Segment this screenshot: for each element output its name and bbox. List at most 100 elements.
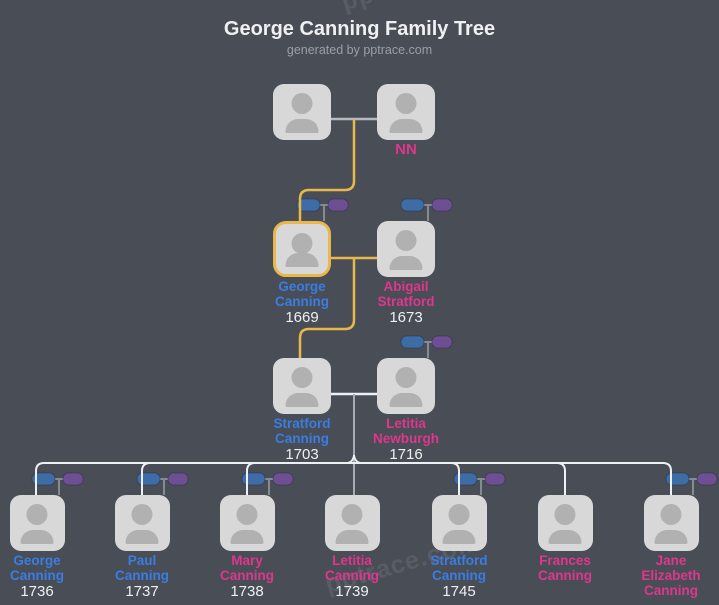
person-silhouette-icon (442, 530, 476, 544)
person-silhouette-icon (236, 504, 258, 525)
partner-toggle-pill-icon[interactable] (31, 472, 56, 486)
person-silhouette-icon (554, 504, 576, 525)
person-node-letitia-newburgh-1716: Letitia Newburgh 1716 (373, 358, 439, 463)
person-node-nn: NN (377, 84, 435, 157)
person-birth-year: 1673 (389, 309, 423, 326)
person-name: Stratford (377, 294, 435, 309)
partner-toggle-pill-icon[interactable] (400, 335, 425, 349)
person-name: Jane (655, 553, 687, 568)
partner-toggle-pill-icon[interactable] (241, 472, 266, 486)
person-birth-year: 1739 (335, 583, 369, 600)
person-card[interactable] (377, 84, 435, 140)
person-silhouette-icon (395, 367, 417, 388)
person-silhouette-icon (448, 504, 470, 525)
person-silhouette-icon (341, 504, 363, 525)
partner-toggle-pill-icon[interactable] (296, 198, 321, 212)
person-card[interactable] (273, 84, 331, 140)
person-birth-year: 1745 (442, 583, 476, 600)
person-node-jane-elizabeth-canning: Jane Elizabeth Canning (641, 495, 701, 598)
person-node-stratford-canning-1703: Stratford Canning 1703 (273, 358, 331, 463)
person-silhouette-icon (548, 530, 582, 544)
person-card[interactable] (431, 495, 487, 551)
person-silhouette-icon (131, 504, 153, 525)
person-card[interactable] (377, 358, 435, 414)
person-silhouette-icon (230, 530, 264, 544)
person-name: Canning (10, 568, 64, 583)
person-silhouette-icon (389, 256, 423, 270)
page-subtitle: generated by pptrace.com (286, 43, 433, 57)
person-node-abigail-stratford-1673: Abigail Stratford 1673 (377, 221, 435, 326)
person-node-grandfather (273, 84, 331, 140)
person-card[interactable] (537, 495, 593, 551)
header: George Canning Family Tree generated by … (0, 17, 719, 57)
person-name: Frances (539, 553, 591, 568)
partner-toggle-pill-icon[interactable] (453, 472, 478, 486)
descendants-toggle-pill-icon[interactable] (484, 472, 506, 486)
person-node-mary-canning-1738: Mary Canning 1738 (219, 495, 275, 600)
descendants-toggle-pill-icon[interactable] (431, 335, 453, 349)
partner-toggle-pill-icon[interactable] (136, 472, 161, 486)
person-name: Stratford (273, 416, 331, 431)
person-name: Paul (127, 553, 157, 568)
descendants-toggle-pill-icon[interactable] (62, 472, 84, 486)
person-silhouette-icon (395, 230, 417, 251)
person-silhouette-icon (285, 119, 319, 133)
person-silhouette-icon (291, 93, 313, 114)
person-silhouette-icon (660, 504, 682, 525)
person-name: Canning (325, 568, 379, 583)
child-drop-line (556, 462, 566, 495)
person-birth-year: 1736 (20, 583, 54, 600)
person-name: Canning (538, 568, 592, 583)
person-name: Letitia (386, 416, 426, 431)
person-name: Canning (432, 568, 486, 583)
descendants-toggle-pill-icon[interactable] (431, 198, 453, 212)
person-name: George (13, 553, 61, 568)
person-card-highlighted[interactable] (273, 221, 331, 277)
person-name: Canning (275, 431, 329, 446)
person-silhouette-icon (285, 393, 319, 407)
person-node-george-canning-1736: George Canning 1736 (9, 495, 65, 600)
person-card[interactable] (377, 221, 435, 277)
person-name: Newburgh (373, 431, 439, 446)
siblings-bus-line (35, 462, 672, 495)
descendants-toggle-pill-icon[interactable] (167, 472, 189, 486)
person-name: NN (395, 141, 417, 158)
person-node-george-canning-1669: George Canning 1669 (273, 221, 331, 326)
watermark: pptrace.com (338, 0, 499, 18)
person-card[interactable] (324, 495, 380, 551)
person-name: Mary (231, 553, 263, 568)
person-birth-year: 1716 (389, 446, 423, 463)
person-silhouette-icon (26, 504, 48, 525)
person-name: Abigail (383, 279, 429, 294)
person-card[interactable] (9, 495, 65, 551)
person-node-frances-canning: Frances Canning (537, 495, 593, 583)
person-name: Letitia (332, 553, 372, 568)
descendants-toggle-pill-icon[interactable] (272, 472, 294, 486)
person-silhouette-icon (291, 367, 313, 388)
person-node-letitia-canning-1739: Letitia Canning 1739 (324, 495, 380, 600)
person-card[interactable] (643, 495, 699, 551)
person-silhouette-icon (20, 530, 54, 544)
person-silhouette-icon (335, 530, 369, 544)
person-node-paul-canning-1737: Paul Canning 1737 (114, 495, 170, 600)
person-card[interactable] (114, 495, 170, 551)
person-name: Canning (220, 568, 274, 583)
person-birth-year: 1738 (230, 583, 264, 600)
person-card[interactable] (273, 358, 331, 414)
person-name: Canning (115, 568, 169, 583)
person-silhouette-icon (125, 530, 159, 544)
descendants-toggle-pill-icon[interactable] (327, 198, 349, 212)
person-birth-year: 1737 (125, 583, 159, 600)
person-silhouette-icon (654, 530, 688, 544)
person-card[interactable] (219, 495, 275, 551)
partner-toggle-pill-icon[interactable] (665, 472, 690, 486)
partner-toggle-pill-icon[interactable] (400, 198, 425, 212)
person-silhouette-icon (389, 119, 423, 133)
person-name: Canning (644, 583, 698, 598)
page-title: George Canning Family Tree (223, 18, 496, 40)
descendants-toggle-pill-icon[interactable] (696, 472, 718, 486)
person-silhouette-icon (285, 253, 319, 267)
person-name: Elizabeth (641, 568, 701, 583)
person-name: Stratford (430, 553, 488, 568)
